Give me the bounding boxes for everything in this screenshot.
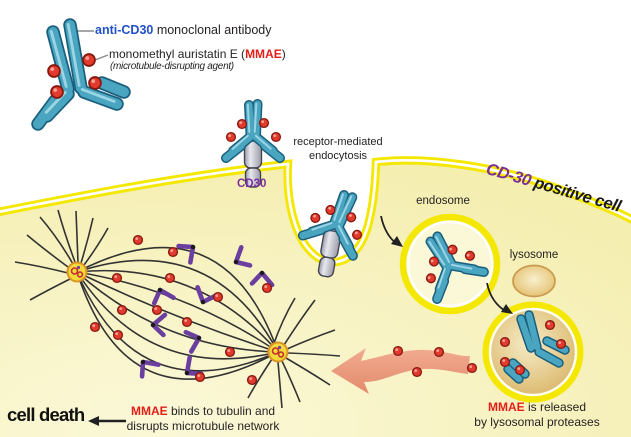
endocytosis-label: receptor-mediated endocytosis [293, 136, 383, 162]
drug-sublabel: (microtubule-disrupting agent) [110, 61, 234, 72]
endosome-label: endosome [416, 195, 470, 207]
drug-label-pre: monomethyl auristatin E ( [109, 47, 246, 61]
binds-caption-line2: disrupts microtubule network [126, 419, 280, 433]
cell-death-label: cell death [7, 404, 85, 425]
step-arrows [380, 215, 513, 314]
antibody-label: anti-CD30 monoclonal antibody [95, 23, 271, 39]
release-arrow-icon [331, 345, 478, 394]
binds-rest: binds to tubulin and [167, 404, 276, 418]
drug-label: monomethyl auristatin E (MMAE) [109, 47, 286, 62]
antibody-label-highlight: anti-CD30 [95, 23, 154, 37]
binds-caption: MMAE binds to tubulin and disrupts micro… [103, 404, 303, 434]
release-caption-line2: by lysosomal proteases [474, 415, 600, 429]
lysosome-vesicle [512, 264, 556, 298]
drug-label-post: ) [281, 47, 286, 61]
cell-death-arrow-icon [88, 416, 126, 426]
release-rest: is released [524, 400, 587, 414]
binds-caption-line1: MMAE binds to tubulin and [103, 404, 303, 419]
release-caption: MMAE is released by lysosomal proteases [437, 400, 631, 430]
release-caption-line1: MMAE is released [437, 400, 631, 415]
cd30-label: CD30 [237, 178, 267, 190]
lysosome-label: lysosome [509, 249, 559, 261]
antibody-legend-icon [31, 18, 131, 131]
drug-label-name: MMAE [245, 47, 282, 61]
antibody-label-rest: monoclonal antibody [153, 23, 272, 37]
binds-drug: MMAE [130, 404, 168, 418]
antibody-degraded [499, 310, 570, 384]
release-drug: MMAE [487, 400, 525, 414]
